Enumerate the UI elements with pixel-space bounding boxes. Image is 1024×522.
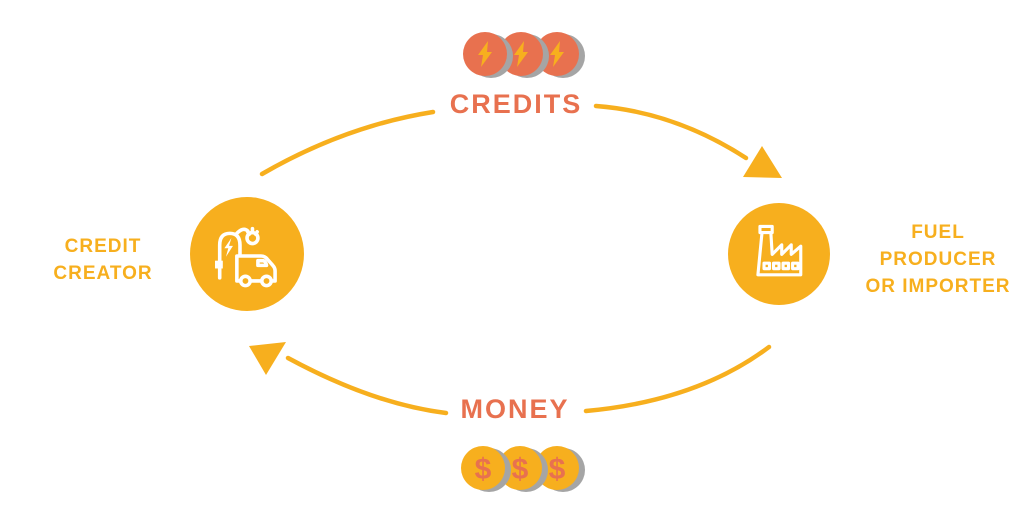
fuel-producer-label-line3: OR IMPORTER bbox=[865, 276, 1011, 297]
money-coin-1: $ bbox=[461, 446, 511, 492]
fuel-producer-label-line1: FUEL bbox=[911, 222, 965, 243]
lightning-icon bbox=[224, 238, 233, 257]
factory-icon bbox=[756, 224, 803, 277]
dollar-icon: $ bbox=[475, 453, 492, 486]
money-coins-icon: $ $ $ bbox=[461, 446, 585, 492]
top-arc-right-segment bbox=[593, 103, 749, 161]
arrowhead-to-fuel-producer-icon bbox=[743, 146, 782, 178]
top-arc-left-segment bbox=[259, 109, 436, 177]
credit-creator-node bbox=[190, 197, 304, 311]
credit-creator-label: CREDIT CREATOR bbox=[13, 233, 193, 287]
credits-label: CREDITS bbox=[449, 89, 583, 119]
bottom-arc-right-segment bbox=[583, 344, 772, 414]
arrowhead-to-credit-creator-icon bbox=[249, 342, 286, 375]
money-coin-3: $ bbox=[535, 446, 585, 492]
dollar-icon: $ bbox=[549, 453, 566, 486]
lightning-icon bbox=[478, 41, 492, 67]
money-label: MONEY bbox=[460, 394, 570, 424]
lightning-icon bbox=[514, 41, 528, 67]
lightning-icon bbox=[550, 41, 564, 67]
credit-creator-label-line2: CREATOR bbox=[53, 263, 153, 284]
dollar-icon: $ bbox=[512, 453, 529, 486]
credit-coins-icon bbox=[463, 32, 585, 78]
fuel-producer-label-line2: PRODUCER bbox=[879, 249, 997, 270]
fuel-producer-label: FUEL PRODUCER OR IMPORTER bbox=[848, 219, 1024, 300]
ev-truck-charging-icon bbox=[215, 226, 277, 288]
bottom-arc-left-segment bbox=[285, 355, 449, 416]
fuel-producer-node bbox=[728, 203, 830, 305]
credit-coin-1 bbox=[463, 32, 513, 78]
credit-creator-label-line1: CREDIT bbox=[64, 236, 142, 257]
